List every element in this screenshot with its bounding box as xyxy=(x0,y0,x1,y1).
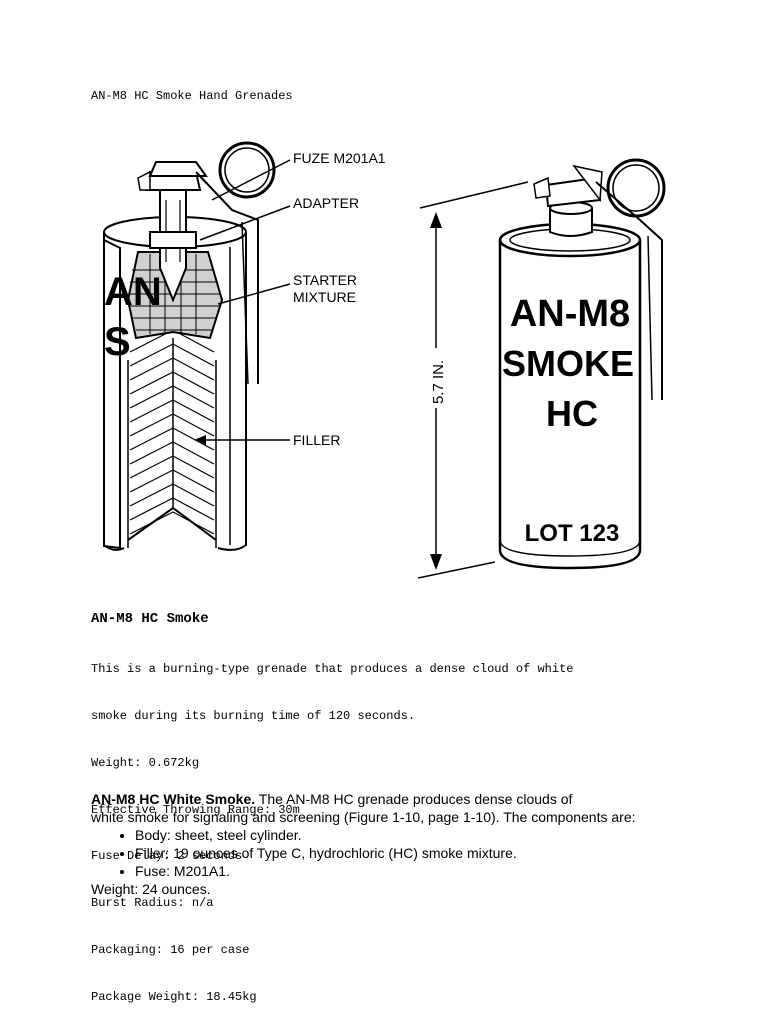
description-line2: white smoke for signaling and screening … xyxy=(91,809,636,825)
can-marking-lot: LOT 123 xyxy=(525,520,620,547)
callout-adapter: ADAPTER xyxy=(293,195,359,211)
list-item: Fuse: M201A1. xyxy=(135,862,711,880)
spec-fuse-delay: Fuse Delay: 2 seconds xyxy=(91,849,243,864)
spec-weight: Weight: 0.672kg xyxy=(91,755,200,770)
spec-description-line1: This is a burning-type grenade that prod… xyxy=(91,662,574,677)
full-grenade-drawing: AN-M8 SMOKE HC LOT 123 xyxy=(498,158,666,570)
description-lead: AN-M8 HC White Smoke. The AN-M8 HC grena… xyxy=(91,790,711,808)
description-lead-text: The AN-M8 HC grenade produces dense clou… xyxy=(255,791,573,807)
spec-package-weight: Package Weight: 18.45kg xyxy=(91,989,257,1004)
description-weight: Weight: 24 ounces. xyxy=(91,881,211,897)
can-marking-hc: HC xyxy=(546,393,598,434)
callout-starter-line2: MIXTURE xyxy=(293,289,356,305)
cutaway-marking-an: AN xyxy=(104,270,162,314)
cutaway-marking-s: S xyxy=(104,320,131,364)
spec-range: Effective Throwing Range: 30m xyxy=(91,802,300,817)
spec-block: This is a burning-type grenade that prod… xyxy=(91,631,573,1021)
spec-burst-radius: Burst Radius: n/a xyxy=(91,896,214,911)
spec-description-line2: smoke during its burning time of 120 sec… xyxy=(91,708,416,723)
spec-heading: AN-M8 HC Smoke xyxy=(91,611,209,627)
can-marking-smoke: SMOKE xyxy=(502,343,634,384)
filler-chevrons xyxy=(129,329,215,535)
cutaway-grenade-drawing: AN S xyxy=(103,141,276,551)
callout-starter-line1: STARTER xyxy=(293,272,357,288)
description-block: AN-M8 HC White Smoke. The AN-M8 HC grena… xyxy=(91,790,711,898)
can-marking-an-m8: AN-M8 xyxy=(510,293,630,335)
description-lead-bold: AN-M8 HC White Smoke. xyxy=(91,791,256,807)
callout-filler: FILLER xyxy=(293,432,340,448)
dimension-label: 5.7 IN. xyxy=(430,360,447,404)
document-title: AN-M8 HC Smoke Hand Grenades xyxy=(91,89,293,103)
callout-fuze: FUZE M201A1 xyxy=(293,150,386,166)
list-item: Body: sheet, steel cylinder. xyxy=(135,826,711,844)
spec-packaging: Packaging: 16 per case xyxy=(91,942,250,957)
components-list: Body: sheet, steel cylinder. Filler: 19 … xyxy=(91,826,711,880)
list-item: Filler: 19 ounces of Type C, hydrochlori… xyxy=(135,844,711,862)
grenade-figure: AN S FUZE M201A1 ADAPTER STARTER MIXTURE… xyxy=(0,130,768,590)
dimension-indicator: 5.7 IN. xyxy=(417,181,529,579)
